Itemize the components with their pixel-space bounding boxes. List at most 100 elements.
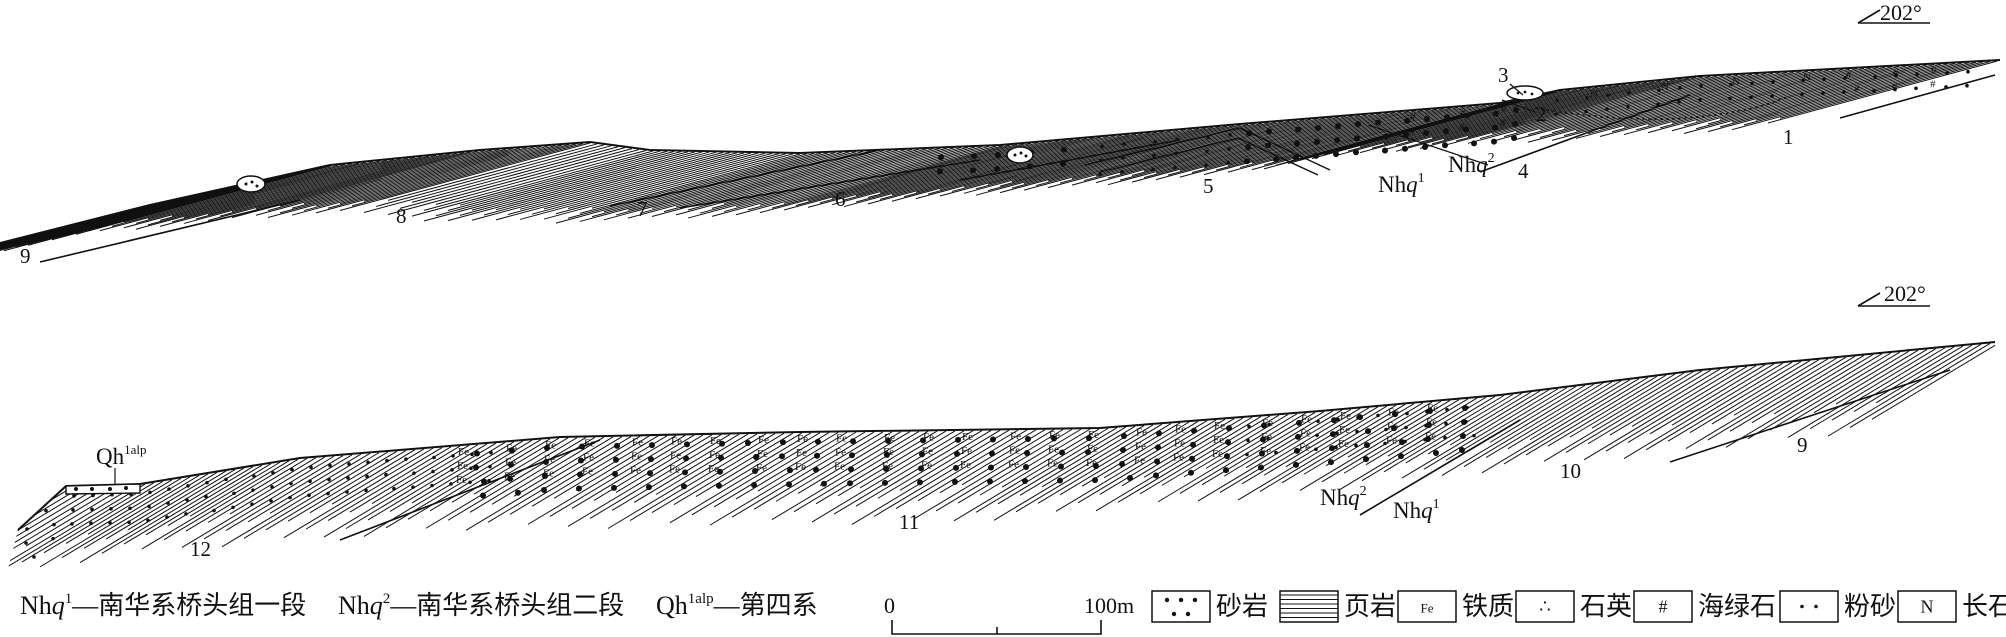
upper-sandstone-dot (1227, 147, 1231, 151)
lower-bedding-line (189, 461, 281, 517)
lower-bedding-line (735, 431, 848, 500)
formation-legend-entry: Nhq2—南华系桥头组二段 (338, 591, 624, 620)
lower-sandstone-dot (1316, 419, 1320, 424)
lower-bedding-line (1339, 396, 1496, 490)
lower-bedding-line (1489, 384, 1586, 443)
upper-bedding-line (1227, 105, 1473, 173)
upper-sandstone-dot (1914, 86, 1918, 91)
lower-sandstone-dot (1154, 458, 1160, 465)
upper-bedding-line (567, 153, 808, 219)
legend-item-silt: 粉砂 (1779, 590, 1896, 623)
lower-fe-symbol: Fe (545, 439, 556, 451)
upper-bedding-line (963, 130, 1172, 188)
upper-bedding-line (639, 150, 871, 214)
lower-fe-symbol: Fe (1174, 437, 1185, 449)
lower-bedding-line (1161, 414, 1280, 486)
lower-bedding-line (837, 430, 947, 497)
lower-bedding-line (1525, 375, 1658, 456)
upper-sandstone-dot (1175, 137, 1179, 142)
formation-legend-entry: Qh1alp—第四系 (656, 591, 818, 620)
lower-sandstone-dot (508, 461, 514, 468)
lower-sandstone-dot (345, 490, 349, 494)
lower-fe-symbol: Fe (795, 461, 806, 473)
legend-swatch-glauconite (1633, 590, 1693, 623)
upper-sandstone-dot (1375, 119, 1381, 126)
lower-bedding-line (953, 427, 1109, 522)
upper-bedding-line (783, 142, 1032, 211)
lower-sandstone-dot (1364, 442, 1370, 449)
lower-bedding-line (713, 432, 839, 508)
upper-bedding-line (531, 152, 759, 215)
lower-sandstone-dot (271, 471, 275, 475)
lower-sandstone-dot (885, 437, 891, 444)
lower-sandstone-dot (328, 463, 332, 468)
lower-bedding-line (429, 438, 551, 512)
upper-sandstone-dot (1314, 138, 1320, 145)
lower-bedding-line (633, 433, 749, 503)
lower-bedding-line (225, 454, 353, 531)
upper-bedding-line (483, 151, 717, 216)
lower-bedding-line (127, 470, 227, 531)
lower-sandstone-dot (326, 491, 330, 496)
upper-bedding-line (1467, 78, 1683, 138)
lower-sandstone-dot (432, 455, 436, 460)
lower-bedding-line (957, 428, 1082, 504)
upper-bedding-line (603, 152, 822, 213)
lower-bedding-line (331, 448, 425, 505)
lower-sandstone-dot (1058, 463, 1064, 470)
upper-sandstone-dot (1153, 139, 1157, 144)
upper-bedding-line (171, 161, 374, 217)
upper-sandstone-dot (1245, 144, 1251, 151)
lower-sandstone-dot (1444, 421, 1448, 426)
lower-sandstone-dot (1334, 445, 1338, 450)
upper-sandstone-dot (1698, 97, 1702, 102)
upper-bedding-line (1731, 61, 1984, 131)
lower-fe-symbol: Fe (884, 432, 895, 444)
scale-bar: 0 100m (884, 593, 1134, 635)
upper-bedding-line (567, 152, 773, 210)
upper-bedding-line (1515, 73, 1760, 140)
lower-sandstone-dot (1267, 422, 1271, 427)
lower-sandstone-dot (1085, 449, 1091, 456)
lower-sandstone-dot (717, 468, 723, 475)
lower-bedding-line (1605, 366, 1748, 452)
upper-hash-symbol: # (1892, 81, 1898, 93)
lower-bedding-line (349, 445, 461, 513)
lower-bedding-line (673, 432, 794, 505)
lower-bedding-line (1219, 408, 1361, 493)
lower-bedding-line (145, 464, 263, 536)
upper-bedding-line (771, 145, 1004, 209)
upper-sandstone-dot (1585, 95, 1589, 100)
lower-sandstone-dot (473, 464, 479, 471)
lower-layer-labels: 9 10 11 12 (190, 433, 1808, 561)
upper-bedding-line (1587, 70, 1823, 135)
upper-bedding-line (135, 159, 395, 230)
upper-bedding-line (579, 153, 801, 214)
upper-bedding-line (687, 149, 913, 211)
upper-sandstone-dot (1402, 145, 1408, 152)
lower-bedding-line (1077, 419, 1217, 504)
lower-fe-symbol: Fe (669, 464, 680, 476)
lower-sandstone-dot (1356, 415, 1360, 420)
lower-bedding-line (1387, 396, 1487, 457)
lower-sandstone-dot (487, 478, 491, 483)
upper-bedding-line (195, 155, 430, 220)
lower-sandstone-dot (89, 521, 93, 526)
lower-bedding-line (1529, 379, 1631, 441)
upper-hash-symbol: # (1893, 67, 1899, 79)
upper-bedding-line (495, 151, 710, 211)
lower-bedding-line (345, 443, 488, 529)
lower-bedding-line (815, 430, 938, 505)
upper-hash-symbol: # (1459, 122, 1465, 134)
upper-sandstone-dot (1423, 129, 1429, 136)
legend-swatch-sandstone (1151, 590, 1211, 623)
upper-n-symbol: N (1732, 75, 1740, 87)
upper-bedding-line (267, 147, 528, 218)
upper-bedding-line (339, 145, 556, 205)
upper-bedding-line (315, 146, 535, 207)
lower-sandstone-dot (1093, 463, 1099, 470)
lower-sandstone-dot (1295, 435, 1299, 439)
upper-sandstone-dot (1294, 140, 1300, 147)
lower-layer-number: 9 (1797, 433, 1808, 457)
